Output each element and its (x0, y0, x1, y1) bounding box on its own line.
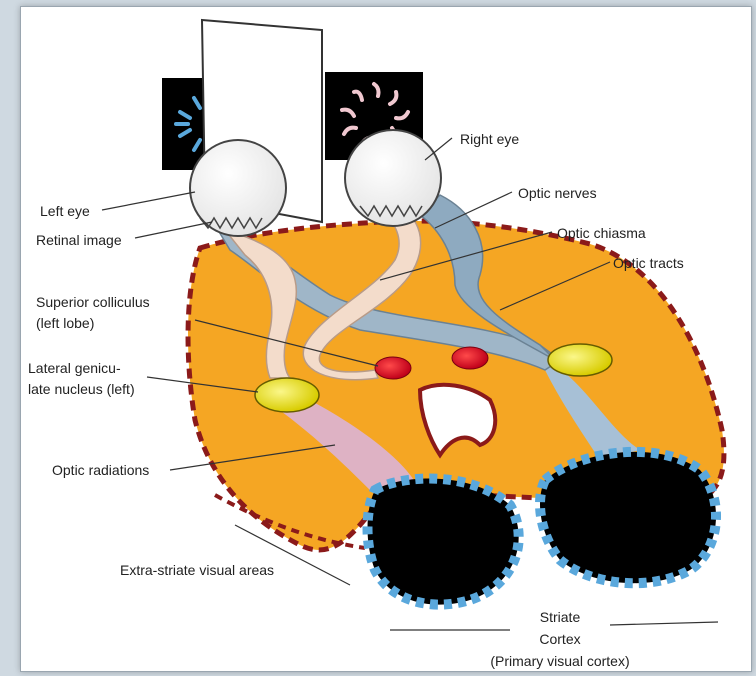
striate-cortex-right (540, 452, 716, 583)
label-optic-radiations: Optic radiations (52, 461, 149, 479)
label-striate-2: Cortex (470, 630, 650, 648)
superior-colliculus-left (375, 357, 411, 379)
label-optic-chiasma: Optic chiasma (557, 224, 646, 242)
superior-colliculus-right (452, 347, 488, 369)
label-striate-3: (Primary visual cortex) (470, 652, 650, 670)
label-extra-striate: Extra-striate visual areas (120, 561, 274, 579)
lgn-right (548, 344, 612, 376)
label-lgn-1: Lateral genicu- (28, 359, 121, 377)
label-lgn-2: late nucleus (left) (28, 380, 135, 398)
striate-cortex-left (368, 479, 519, 605)
label-superior-colliculus-2: (left lobe) (36, 314, 94, 332)
label-left-eye: Left eye (40, 202, 90, 220)
label-striate-1: Striate (470, 608, 650, 626)
label-retinal-image: Retinal image (36, 231, 122, 249)
lgn-left (255, 378, 319, 412)
label-right-eye: Right eye (460, 130, 519, 148)
right-eye (345, 130, 441, 226)
label-superior-colliculus-1: Superior colliculus (36, 293, 150, 311)
label-optic-tracts: Optic tracts (613, 254, 684, 272)
label-optic-nerves: Optic nerves (518, 184, 597, 202)
left-eye (190, 140, 286, 236)
